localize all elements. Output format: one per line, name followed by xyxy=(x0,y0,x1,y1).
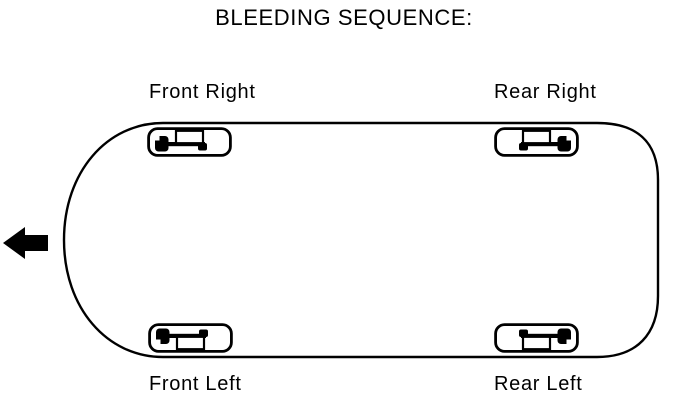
front-right-brake-caliper-icon xyxy=(147,127,232,157)
rear-right-brake-caliper-icon xyxy=(494,127,579,157)
car-body-outline xyxy=(62,121,660,359)
left-arrow-icon xyxy=(3,227,48,259)
diagram-title: BLEEDING SEQUENCE: xyxy=(215,5,473,30)
wheel-label-front-left: Front Left xyxy=(149,373,242,395)
front-left-brake-caliper-icon xyxy=(148,323,233,353)
wheel-label-rear-left: Rear Left xyxy=(494,373,583,395)
wheel-label-front-right: Front Right xyxy=(149,81,256,103)
rear-left-brake-caliper-icon xyxy=(494,323,579,353)
wheel-label-rear-right: Rear Right xyxy=(494,81,597,103)
